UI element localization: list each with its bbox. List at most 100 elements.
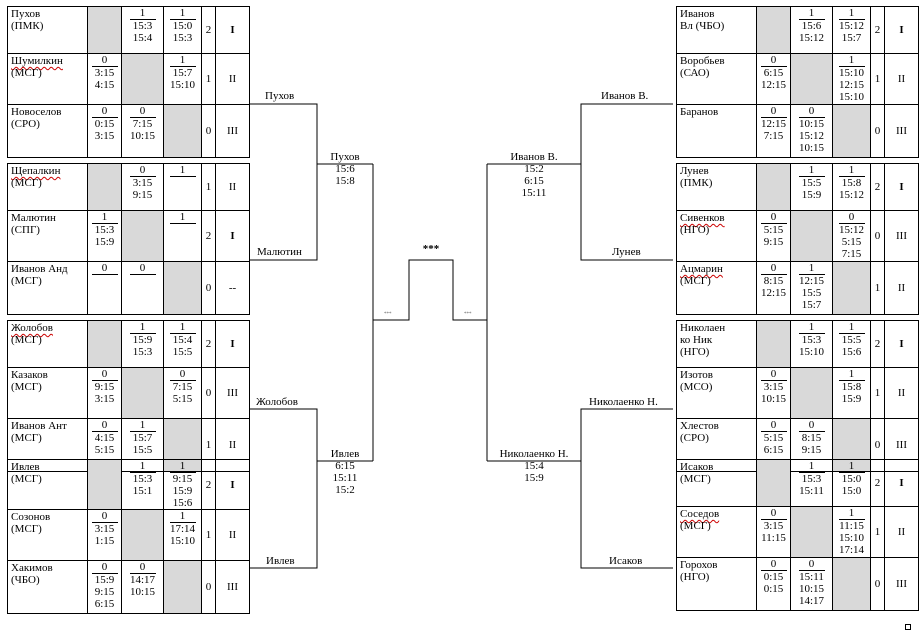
game-score: 0:15 <box>763 583 784 595</box>
corner-handle <box>905 624 911 630</box>
game-score: 15:9 <box>94 236 115 248</box>
match-score-cell: 1 <box>163 210 202 262</box>
game-score: 3:15 <box>94 393 115 405</box>
match-result: 1 <box>169 54 196 67</box>
player-name: Хакимов <box>11 562 53 574</box>
final-right-placeholder: *** <box>464 312 472 317</box>
match-result: 1 <box>798 164 825 177</box>
match-result: 1 <box>838 7 865 20</box>
match-result: 0 <box>760 558 787 571</box>
match-score-cell: 0 <box>87 261 122 315</box>
game-score: 0:15 <box>94 118 115 130</box>
bracket-r1-right-1: Иванов В. <box>601 90 649 102</box>
game-score: 15:3 <box>132 346 153 358</box>
game-score: 7:15 <box>132 118 153 130</box>
game-score: 15:5 <box>172 346 193 358</box>
game-score: 6:15 <box>763 67 784 79</box>
game-score: 12:15 <box>760 79 787 91</box>
semi-left-bottom: Ивлев 6:15 15:11 15:2 <box>317 448 373 496</box>
game-score: 3:15 <box>94 523 115 535</box>
game-score: 7:15 <box>763 130 784 142</box>
player-cell: Лунев(ПМК) <box>676 163 757 211</box>
player-name: Щепалкин <box>11 165 61 177</box>
place-cell: III <box>884 557 919 611</box>
semi-left-top: Пухов 15:6 15:8 <box>317 151 373 187</box>
self-cell <box>832 104 871 158</box>
game-score: 15:8 <box>841 177 862 189</box>
match-result: 0 <box>129 164 156 177</box>
game-score: 15:5 <box>801 287 822 299</box>
player-cell: Исаков(МСГ) <box>676 459 757 507</box>
game-score: 5:15 <box>94 444 115 456</box>
player-name: Новоселов <box>11 106 62 118</box>
player-cell: Жолобов(МСГ) <box>7 320 88 368</box>
player-name: Исаков <box>680 461 714 473</box>
match-result: 1 <box>169 510 196 523</box>
player-cell: Сивенков(НГО) <box>676 210 757 262</box>
game-score: 6:15 <box>763 444 784 456</box>
match-result: 0 <box>798 558 825 571</box>
match-result: 1 <box>798 460 825 473</box>
place-cell: II <box>884 506 919 558</box>
place-cell: II <box>884 367 919 419</box>
self-cell <box>756 163 791 211</box>
game-score: 15:7 <box>172 67 193 79</box>
player-name: Воробьев <box>680 55 725 67</box>
player-club: Вл (ЧБО) <box>680 20 725 32</box>
game-score: 10:15 <box>760 393 787 405</box>
player-cell: Ацмарин(МСГ) <box>676 261 757 315</box>
game-score: 9:15 <box>94 586 115 598</box>
match-result: 0 <box>129 262 156 275</box>
game-score: 15:8 <box>841 381 862 393</box>
self-cell <box>790 506 833 558</box>
game-score: 15:10 <box>798 346 825 358</box>
player-name: Горохов <box>680 559 718 571</box>
game-score: 10:15 <box>798 118 825 130</box>
game-score: 15:1 <box>132 485 153 497</box>
game-score: 12:15 <box>760 118 787 130</box>
game-score: 9:15 <box>94 381 115 393</box>
match-result: 0 <box>798 105 825 118</box>
game-score: 15:3 <box>801 334 822 346</box>
game-score: 5:15 <box>841 236 862 248</box>
match-result: 1 <box>838 460 865 473</box>
place-cell: III <box>215 367 250 419</box>
player-club: (СРО) <box>680 432 709 444</box>
game-score: 15:6 <box>841 346 862 358</box>
game-score: 9:15 <box>801 444 822 456</box>
game-score: 15:6 <box>801 20 822 32</box>
player-name: Созонов <box>11 511 51 523</box>
game-score: 15:3 <box>801 473 822 485</box>
place-cell: III <box>215 560 250 614</box>
bracket-r1-right-3: Николаенко Н. <box>589 396 658 408</box>
match-result: 1 <box>169 211 196 224</box>
game-score: 3:15 <box>763 520 784 532</box>
semi-left-bottom-name: Ивлев <box>330 448 360 460</box>
player-club: (МСГ) <box>11 67 42 79</box>
place-cell: I <box>215 459 250 510</box>
match-result: 0 <box>760 419 787 432</box>
game-score: 15:0 <box>841 485 862 497</box>
game-score: 15:10 <box>169 79 196 91</box>
game-score: 15:12 <box>838 189 865 201</box>
match-result: 1 <box>838 321 865 334</box>
